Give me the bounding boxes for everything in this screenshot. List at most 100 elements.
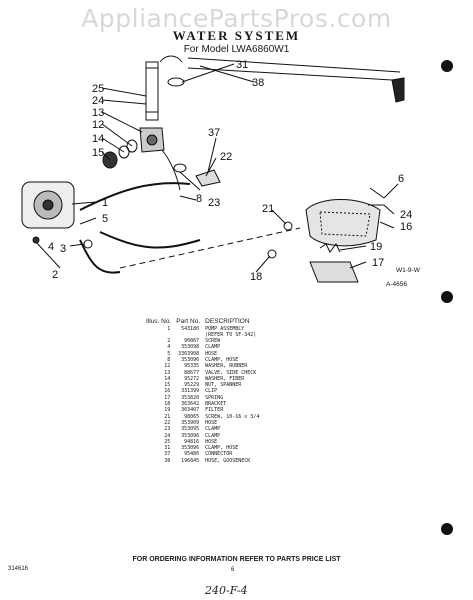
callout-label: 12 (92, 119, 104, 131)
cell-description: HOSE (205, 438, 218, 445)
clamp-23-part (173, 163, 187, 173)
callout-label: 1 (102, 197, 108, 209)
page-number: 6 (231, 567, 235, 573)
cell-part-no: 98065 (184, 413, 200, 420)
table-row: 15 95229 NUT, SPANNER (146, 382, 264, 388)
table-row: 21 98065 SCREW, 10-16 x 3/4 (146, 414, 264, 420)
cell-part-no: 95480 (184, 451, 200, 458)
table-row: 19 363407 FILTER (146, 407, 264, 413)
cell-description: HOSE (205, 350, 218, 357)
cell-illus-no: 37 (164, 451, 171, 458)
cell-part-no: 353095 (181, 426, 200, 433)
document-number: 314616 (8, 566, 29, 572)
handwritten-note: 240-F-4 (205, 584, 248, 597)
cell-part-no: 95272 (184, 375, 200, 382)
cell-part-no: 353820 (181, 394, 200, 401)
table-row: 22 353909 HOSE (146, 420, 264, 426)
binder-hole-bottom (441, 523, 453, 535)
cell-part-no: 3363908 (178, 350, 200, 357)
cell-part-no: 95229 (184, 382, 200, 389)
callout-label: 24 (92, 95, 104, 107)
cell-description: HOSE (205, 419, 218, 426)
cell-description: CLAMP, HOSE (205, 356, 239, 363)
cell-description: NUT, SPANNER (205, 382, 242, 389)
cell-illus-no: 25 (164, 438, 171, 445)
screw-21-part (369, 187, 385, 199)
cell-illus-no: 15 (164, 382, 171, 389)
watermark: AppliancePartsPros.com (81, 4, 392, 33)
callout-label: 23 (208, 197, 220, 209)
model-subtitle: For Model LWA6860W1 (183, 44, 290, 55)
cell-description: CLAMP (205, 426, 221, 433)
cell-part-no: 353909 (181, 419, 200, 426)
cell-illus-no: 12 (164, 363, 171, 370)
callout-label: 15 (92, 147, 104, 159)
cell-description: WASHER, RUBBER (205, 363, 248, 370)
table-row: 37 95480 CONNECTOR (146, 451, 264, 457)
clamp-31-part (167, 77, 185, 87)
cell-illus-no: 21 (164, 413, 171, 420)
callout-label: 6 (398, 173, 404, 185)
bracket-18-part (309, 261, 359, 283)
callout-label: 21 (262, 203, 274, 215)
cell-illus-no: 14 (164, 375, 171, 382)
cell-part-no: 353096 (181, 432, 200, 439)
cell-part-no: 543180 (181, 325, 200, 332)
cell-description: SPRING (205, 394, 224, 401)
filter-19-part (305, 199, 381, 247)
callout-label: 17 (372, 257, 384, 269)
cell-description: SCREW (205, 338, 221, 345)
cell-description: CONNECTOR (205, 451, 233, 458)
cell-part-no: 88677 (184, 369, 200, 376)
cell-part-no: 331399 (181, 388, 200, 395)
table-row: (REFER TO SF-342) (146, 332, 264, 338)
cell-illus-no: 8 (167, 356, 171, 363)
binder-hole-top (441, 60, 453, 72)
cell-description: CLAMP, HOSE (205, 445, 239, 452)
callout-label: 16 (400, 221, 412, 233)
cell-illus-no: 22 (164, 419, 171, 426)
cell-illus-no: 4 (167, 344, 171, 351)
header-illus-no: Illus. No. (146, 318, 172, 325)
cell-illus-no: 24 (164, 432, 171, 439)
callout-label: 4 (48, 241, 54, 253)
header-description: DESCRIPTION (205, 318, 250, 325)
callout-label: 24 (400, 209, 412, 221)
cell-description: FILTER (205, 407, 224, 414)
cell-illus-no: 5 (167, 350, 171, 357)
spring-17-part (319, 243, 341, 253)
table-row: 16 331399 CLIP (146, 388, 264, 394)
cell-description: CLIP (205, 388, 218, 395)
clamp-8-part (267, 249, 277, 259)
cell-part-no: 196845 (181, 457, 200, 464)
cell-illus-no: 17 (164, 394, 171, 401)
cell-part-no: 363407 (181, 407, 200, 414)
cell-part-no: 90867 (184, 338, 200, 345)
cell-illus-no: 38 (164, 457, 171, 464)
diagram-code-2: A-4656 (386, 281, 407, 288)
callout-label: 31 (236, 59, 248, 71)
cell-illus-no: 19 (164, 407, 171, 414)
cell-description: WASHER, FIBER (205, 375, 245, 382)
cell-illus-no: 16 (164, 388, 171, 395)
gooseneck-hose-38-part (187, 57, 401, 81)
cell-description: BRACKET (205, 401, 227, 408)
screw-2-part (32, 236, 40, 244)
cell-part-no: 363642 (181, 401, 200, 408)
cell-part-no: 353098 (181, 344, 200, 351)
callout-label: 38 (252, 77, 264, 89)
cell-description: SCREW, 10-16 x 3/4 (205, 413, 260, 420)
cell-part-no: 353096 (181, 356, 200, 363)
parts-table-header: Illus. No. Part No. DESCRIPTION (146, 318, 264, 326)
callout-label: 8 (196, 193, 202, 205)
hose-25-part (145, 61, 159, 121)
table-row: 8 353096 CLAMP, HOSE (146, 357, 264, 363)
cell-description: VALVE, SIDE CHECK (205, 369, 257, 376)
